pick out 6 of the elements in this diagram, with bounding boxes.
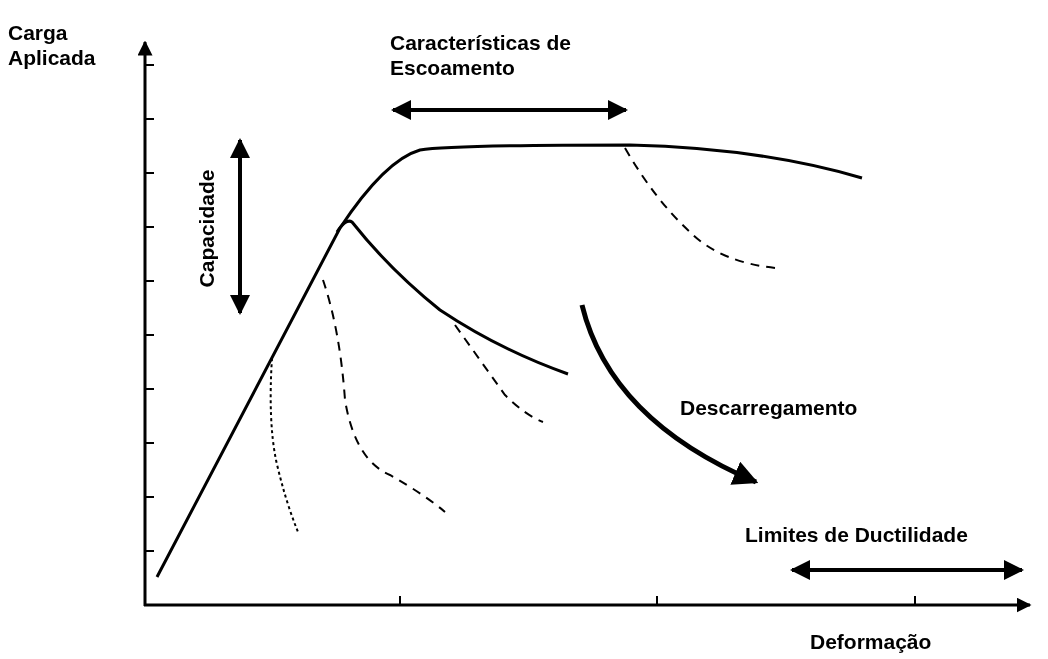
axis-label: Carga Aplicada (8, 20, 97, 70)
annotation-label: Características de Escoamento (390, 30, 572, 80)
annotation-label: Capacidade (194, 169, 220, 287)
annotation-label: Descarregamento (680, 395, 858, 420)
axis-label: Deformação (810, 629, 932, 654)
annotation-label: Limites de Ductilidade (745, 522, 968, 547)
